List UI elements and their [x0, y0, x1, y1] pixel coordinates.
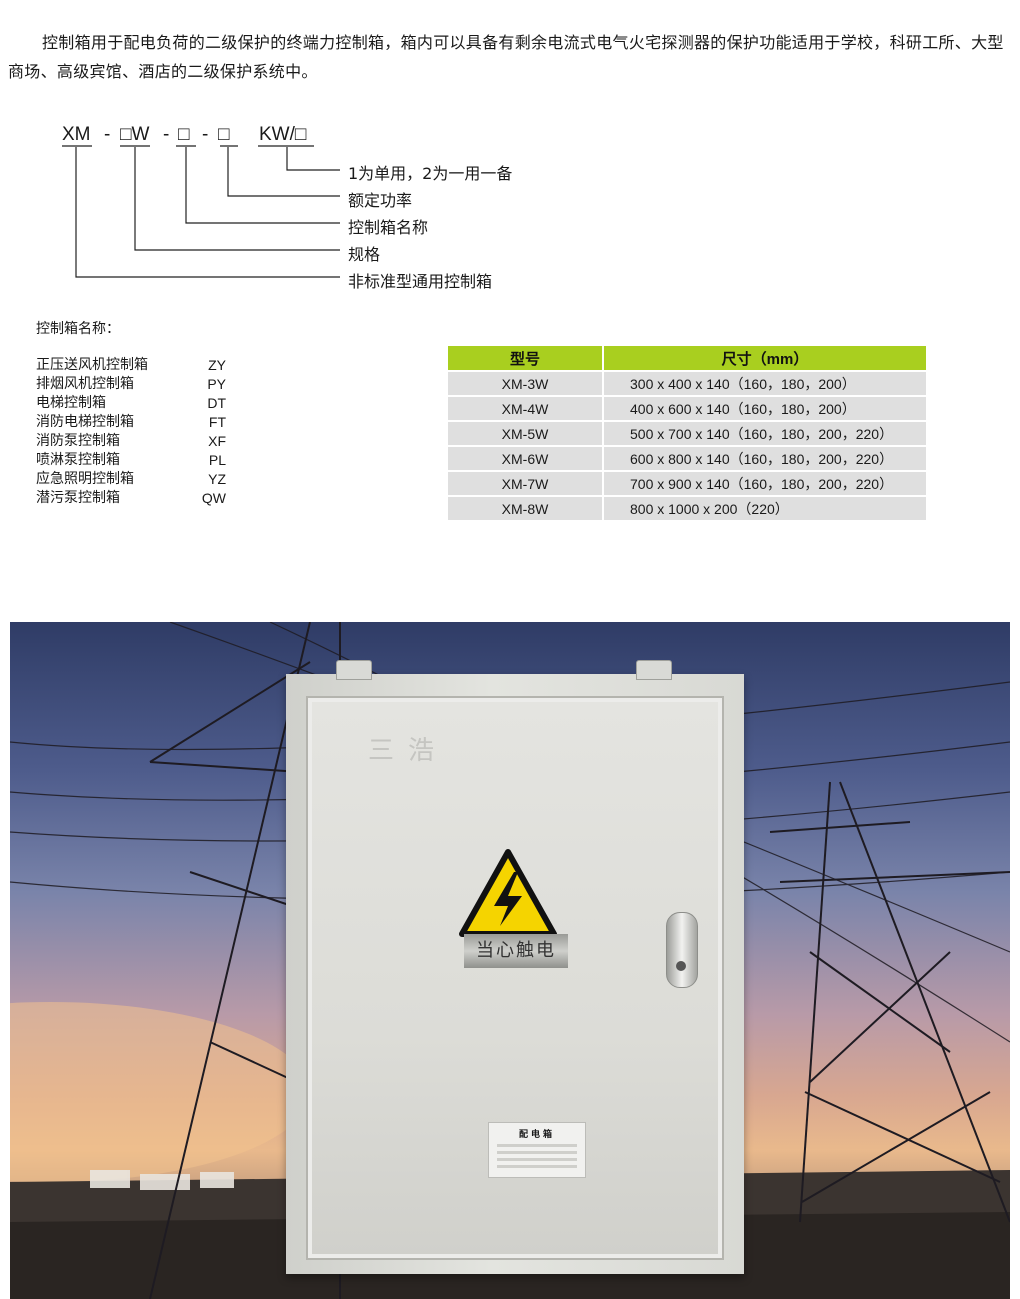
high-voltage-warning-icon [459, 849, 557, 937]
item-code: FT [208, 414, 226, 430]
item-name: 排烟风机控制箱 [36, 376, 134, 392]
cabinet-door: 三浩 当心触电 配电箱 [306, 696, 724, 1260]
item-name: 喷淋泵控制箱 [36, 452, 120, 468]
item-name: 潜污泵控制箱 [36, 490, 120, 506]
list-item: 电梯控制箱 DT [36, 394, 226, 413]
legend-spec: 规格 [348, 245, 381, 264]
distribution-cabinet: 三浩 当心触电 配电箱 [286, 660, 744, 1274]
legend-usage: 1为单用，2为一用一备 [348, 164, 513, 183]
names-list: 正压送风机控制箱 ZY 排烟风机控制箱 PY 电梯控制箱 DT 消防电梯控制箱 FT 消… [36, 356, 226, 508]
legend-series: 非标准型通用控制箱 [348, 272, 493, 291]
code-part-power: □ [218, 124, 230, 145]
cell-size: 400 x 600 x 140（160，180，200） [603, 395, 928, 421]
code-part-spec: □W [120, 124, 150, 145]
item-code: QW [201, 490, 226, 506]
item-name: 消防泵控制箱 [36, 433, 120, 449]
item-code: ZY [208, 357, 226, 373]
table-header-row: 型号 尺寸（mm） [448, 346, 928, 371]
code-part-dash: - [104, 124, 111, 145]
item-name: 正压送风机控制箱 [36, 357, 148, 373]
cell-model: XM-3W [448, 370, 604, 396]
item-code: PL [208, 452, 226, 468]
item-name: 电梯控制箱 [36, 395, 106, 411]
cell-size: 800 x 1000 x 200（220） [603, 495, 928, 520]
legend-name: 控制箱名称 [348, 218, 429, 237]
model-code-connector-lines [62, 145, 340, 278]
item-code: PY [207, 376, 226, 392]
code-part-usage: KW/□ [259, 124, 307, 145]
code-part-series: XM [62, 124, 91, 145]
mounting-tab [336, 660, 372, 680]
cell-size: 300 x 400 x 140（160，180，200） [603, 370, 928, 396]
list-item: 喷淋泵控制箱 PL [36, 451, 226, 470]
nameplate: 配电箱 [488, 1122, 586, 1178]
item-code: DT [207, 395, 226, 411]
cell-size: 500 x 700 x 140（160，180，200，220） [603, 420, 928, 446]
intro-text: 控制箱用于配电负荷的二级保护的终端力控制箱，箱内可以具备有剩余电流式电气火宅探测… [8, 33, 1004, 81]
header-size: 尺寸（mm） [603, 346, 928, 371]
cell-model: XM-6W [448, 445, 604, 471]
list-item: 潜污泵控制箱 QW [36, 489, 226, 508]
item-code: XF [208, 433, 226, 449]
list-item: 正压送风机控制箱 ZY [36, 356, 226, 375]
warning-label: 当心触电 [464, 934, 568, 968]
item-code: YZ [208, 471, 226, 487]
item-name: 应急照明控制箱 [36, 471, 134, 487]
list-item: 消防泵控制箱 XF [36, 432, 226, 451]
brand-mark: 三浩 [368, 736, 449, 766]
list-item: 消防电梯控制箱 FT [36, 413, 226, 432]
cell-size: 700 x 900 x 140（160，180，200，220） [603, 470, 928, 496]
nameplate-title: 配电箱 [518, 1130, 555, 1140]
cell-model: XM-7W [448, 470, 604, 496]
model-code-diagram: XM - □W - □ - □ KW/□ 1为单用，2为一用一备 额定功率 控制… [0, 110, 600, 300]
cell-model: XM-4W [448, 395, 604, 421]
cell-model: XM-8W [448, 495, 604, 520]
cell-size: 600 x 800 x 140（160，180，200，220） [603, 445, 928, 471]
door-lock-icon [666, 912, 698, 988]
code-part-dash: - [163, 124, 170, 145]
cell-model: XM-5W [448, 420, 604, 446]
list-item: 应急照明控制箱 YZ [36, 470, 226, 489]
list-item: 排烟风机控制箱 PY [36, 375, 226, 394]
header-model: 型号 [448, 346, 604, 371]
code-part-dash: - [202, 124, 209, 145]
names-title: 控制箱名称： [36, 321, 120, 337]
product-photo: 三浩 当心触电 配电箱 [10, 622, 1010, 1299]
legend-power: 额定功率 [348, 191, 413, 210]
item-name: 消防电梯控制箱 [36, 414, 134, 430]
code-part-name: □ [178, 124, 190, 145]
mounting-tab [636, 660, 672, 680]
